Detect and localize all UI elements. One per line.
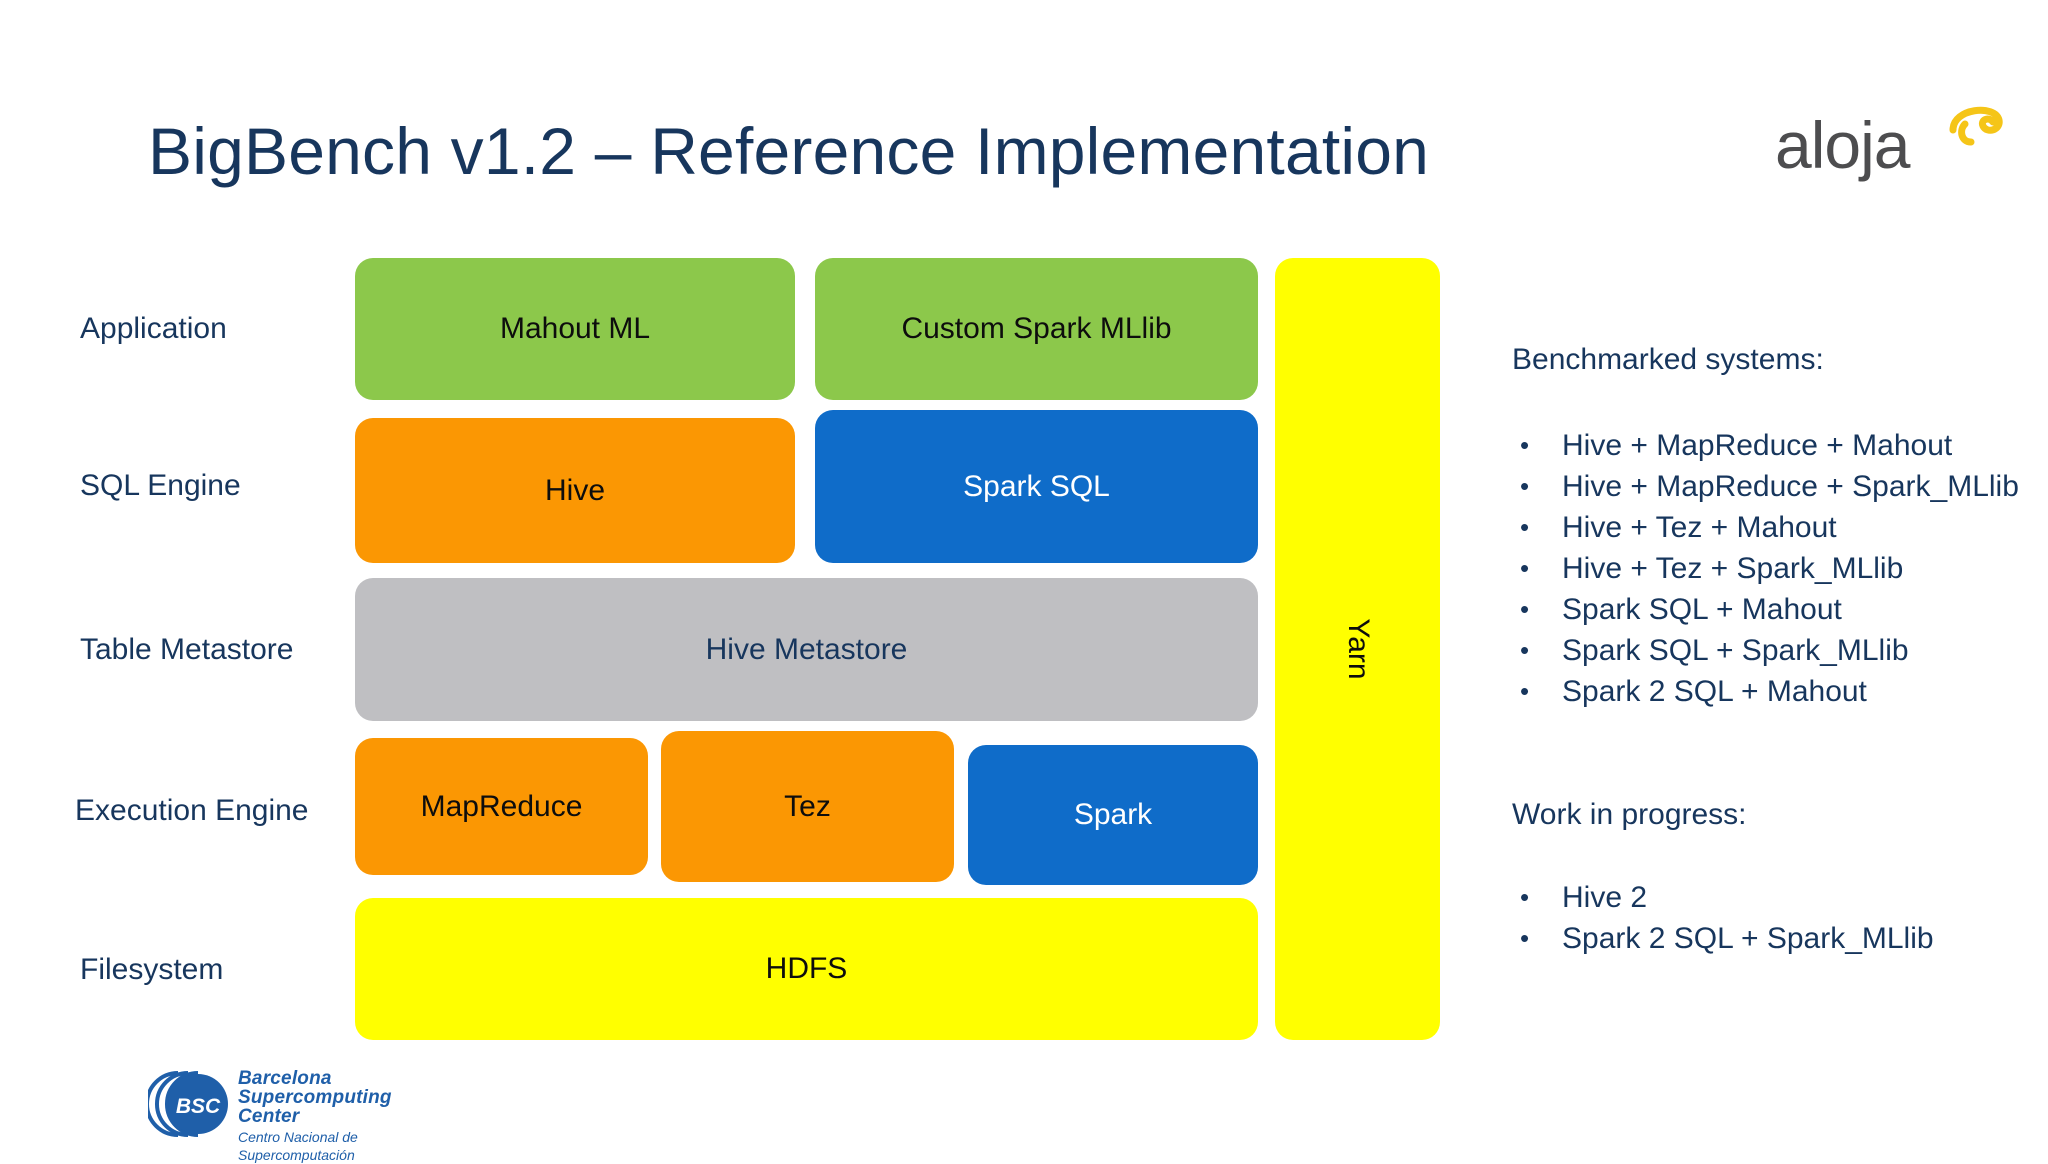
stack-box-yarn[interactable]: Yarn	[1275, 258, 1440, 1040]
list-item: Spark 2 SQL + Spark_MLlib	[1512, 918, 1934, 959]
stack-box-mahout-ml[interactable]: Mahout ML	[355, 258, 795, 400]
stack-box-hive[interactable]: Hive	[355, 418, 795, 563]
list-item: Hive + MapReduce + Spark_MLlib	[1512, 466, 2019, 507]
bsc-line-4: Centro Nacional de Supercomputación	[238, 1129, 358, 1163]
layer-label-execution-engine: Execution Engine	[75, 794, 309, 827]
stack-box-spark[interactable]: Spark	[968, 745, 1258, 885]
layer-label-filesystem: Filesystem	[80, 953, 224, 986]
work-in-progress-list: Hive 2 Spark 2 SQL + Spark_MLlib	[1512, 877, 1934, 959]
list-item: Spark SQL + Mahout	[1512, 589, 2019, 630]
aloja-swirl-icon	[1949, 106, 2003, 146]
yarn-label: Yarn	[1341, 618, 1375, 680]
page-title: BigBench v1.2 – Reference Implementation	[148, 114, 1430, 188]
layer-label-table-metastore: Table Metastore	[80, 633, 294, 666]
stack-box-mapreduce[interactable]: MapReduce	[355, 738, 648, 875]
bsc-line-2: Supercomputing	[238, 1087, 392, 1108]
benchmarked-systems-heading: Benchmarked systems:	[1512, 343, 1824, 376]
work-in-progress-heading: Work in progress:	[1512, 798, 1747, 831]
svg-text:BSC: BSC	[176, 1095, 221, 1118]
layer-label-sql-engine: SQL Engine	[80, 469, 241, 502]
list-item: Hive + Tez + Mahout	[1512, 507, 2019, 548]
stack-box-spark-sql[interactable]: Spark SQL	[815, 410, 1258, 563]
list-item: Spark SQL + Spark_MLlib	[1512, 630, 2019, 671]
list-item: Hive 2	[1512, 877, 1934, 918]
bsc-logo: BSC Barcelona Supercomputing Center Cent…	[148, 1065, 478, 1163]
aloja-logo: aloja	[1775, 96, 2005, 192]
aloja-wordmark: aloja	[1775, 108, 1910, 182]
bsc-line-1: Barcelona	[238, 1068, 332, 1089]
list-item: Spark 2 SQL + Mahout	[1512, 671, 2019, 712]
list-item: Hive + MapReduce + Mahout	[1512, 425, 2019, 466]
stack-box-tez[interactable]: Tez	[661, 731, 954, 882]
bsc-line-3: Center	[238, 1106, 300, 1127]
stack-box-custom-spark-mllib[interactable]: Custom Spark MLlib	[815, 258, 1258, 400]
stack-box-hive-metastore[interactable]: Hive Metastore	[355, 578, 1258, 721]
bsc-mark-icon: BSC	[148, 1071, 228, 1137]
layer-label-application: Application	[80, 312, 227, 345]
bsc-wordmark: Barcelona Supercomputing Center Centro N…	[238, 1069, 478, 1164]
stack-box-hdfs[interactable]: HDFS	[355, 898, 1258, 1040]
list-item: Hive + Tez + Spark_MLlib	[1512, 548, 2019, 589]
benchmarked-systems-list: Hive + MapReduce + Mahout Hive + MapRedu…	[1512, 425, 2019, 712]
